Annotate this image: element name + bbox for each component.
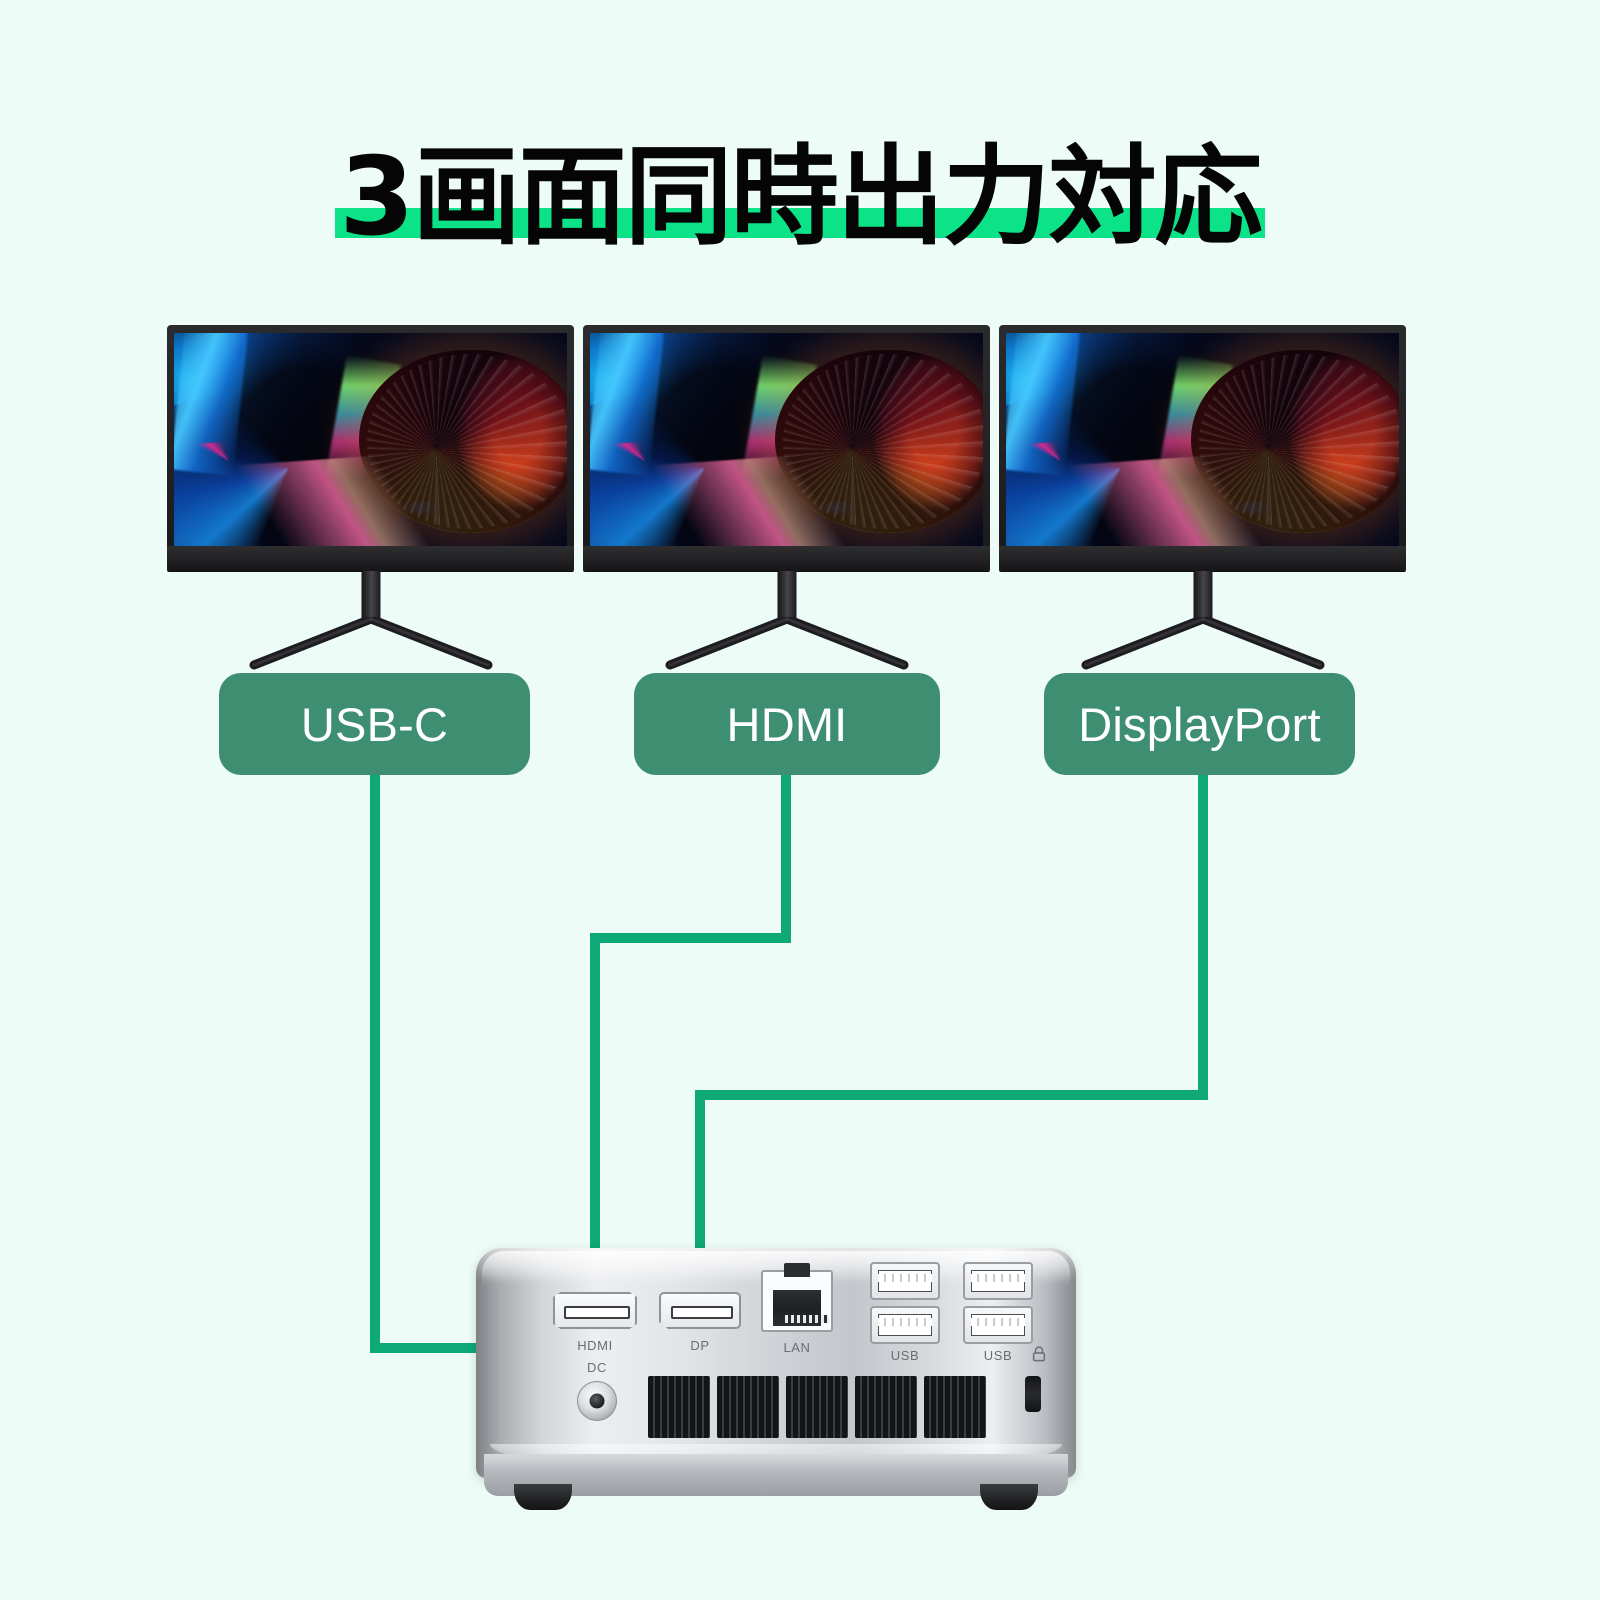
kensington-lock-slot: [1025, 1376, 1041, 1412]
port-usb-tongue: [971, 1274, 1025, 1282]
port-usb-right-label: USB: [983, 1348, 1013, 1363]
vent-grille-3: [786, 1376, 848, 1438]
mini-pc-foot-left: [514, 1484, 572, 1510]
pill-usb-c-label: USB-C: [300, 697, 449, 751]
port-lan-label: LAN: [783, 1340, 811, 1355]
page-title: 3画面同時出力対応: [339, 135, 1262, 260]
wallpaper-vignette: [174, 333, 567, 546]
dc-power-jack[interactable]: [577, 1381, 617, 1421]
monitor-right: [999, 325, 1406, 670]
monitor-stand: [665, 617, 908, 670]
port-usb-tongue: [878, 1318, 932, 1326]
mini-pc-base: [484, 1454, 1068, 1496]
pill-usb-c[interactable]: USB-C: [219, 673, 530, 775]
usb-c-cable: [370, 775, 476, 1353]
monitor-bezel: [583, 325, 990, 571]
mini-pc-foot-right: [980, 1484, 1038, 1510]
monitor-left: [167, 325, 574, 670]
monitor-chin: [999, 546, 1406, 571]
displayport-cable: [695, 775, 1208, 1300]
pill-displayport-label: DisplayPort: [1078, 697, 1321, 751]
mini-pc: HDMI DP LAN USB: [476, 1248, 1076, 1512]
port-hdmi-opening: [564, 1306, 630, 1319]
title-block: 3画面同時出力対応: [0, 128, 1600, 268]
dc-label: DC: [587, 1360, 607, 1375]
port-usb-tongue: [878, 1274, 932, 1282]
port-usb-left-label: USB: [890, 1348, 920, 1363]
port-displayport[interactable]: [659, 1292, 741, 1329]
lock-glyph: [1032, 1346, 1046, 1362]
port-lan-pins: [785, 1315, 829, 1323]
port-usb-top-right[interactable]: [963, 1262, 1033, 1300]
vent-grille-5: [924, 1376, 986, 1438]
monitor-chin: [583, 546, 990, 571]
vent-grille-1: [648, 1376, 710, 1438]
port-lan-cavity: [773, 1290, 829, 1326]
wallpaper-vignette: [1006, 333, 1399, 546]
monitor-screen: [1006, 333, 1399, 546]
title-inner: 3画面同時出力対応: [335, 135, 1265, 260]
monitor-stand: [249, 617, 492, 670]
vent-grille-2: [717, 1376, 779, 1438]
port-usb-top-left[interactable]: [870, 1262, 940, 1300]
wallpaper-vignette: [590, 333, 983, 546]
pill-hdmi-label: HDMI: [726, 697, 848, 751]
vent-grille-4: [855, 1376, 917, 1438]
port-hdmi-label: HDMI: [577, 1338, 613, 1353]
monitor-bezel: [167, 325, 574, 571]
pill-displayport[interactable]: DisplayPort: [1044, 673, 1355, 775]
monitor-screen: [174, 333, 567, 546]
monitor-stand: [1081, 617, 1324, 670]
monitor-bezel: [999, 325, 1406, 571]
monitor-neck: [361, 571, 380, 623]
monitor-center: [583, 325, 990, 670]
port-displayport-label: DP: [690, 1338, 710, 1353]
port-usb-bottom-right[interactable]: [963, 1306, 1033, 1344]
hdmi-cable: [590, 775, 791, 1300]
port-lan-tab: [784, 1263, 810, 1277]
monitor-neck: [1193, 571, 1212, 623]
pill-hdmi[interactable]: HDMI: [634, 673, 940, 775]
port-usb-bottom-left[interactable]: [870, 1306, 940, 1344]
lock-icon: [1032, 1346, 1046, 1366]
port-hdmi[interactable]: [553, 1292, 637, 1329]
monitor-screen: [590, 333, 983, 546]
port-displayport-opening: [671, 1306, 733, 1319]
port-lan[interactable]: [761, 1263, 833, 1332]
port-usb-tongue: [971, 1318, 1025, 1326]
monitor-chin: [167, 546, 574, 571]
monitor-neck: [777, 571, 796, 623]
title-highlight-bar: [335, 208, 1265, 238]
